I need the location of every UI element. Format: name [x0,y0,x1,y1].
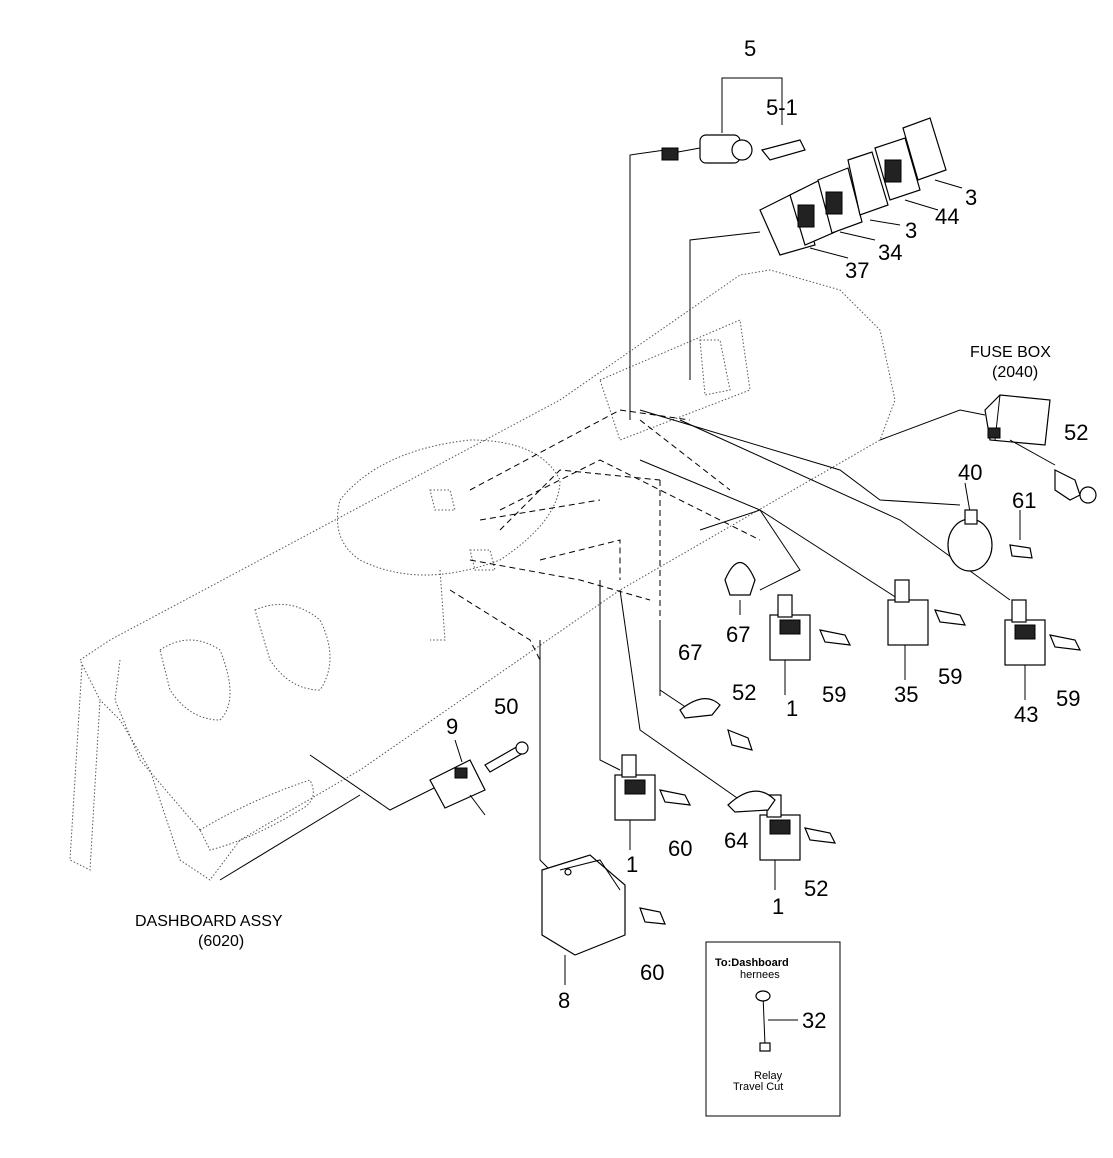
relay-1-mid [614,754,692,850]
label-60a: 60 [668,836,692,861]
label-67b: 67 [678,640,702,665]
label-52b: 52 [732,680,756,705]
label-52c: 52 [804,876,828,901]
relay-43 [1004,599,1082,700]
inset-note-2: Travel Cut [733,1081,783,1093]
inset-box [705,941,841,1117]
label-40: 40 [958,460,982,485]
label-52a: 52 [1064,420,1088,445]
label-1a: 1 [786,696,798,721]
buzzer [947,482,1033,572]
relay-1-bottom [759,794,837,890]
ignition-switch [661,77,806,164]
label-1b: 1 [626,852,638,877]
label-61: 61 [1012,488,1036,513]
label-1c: 1 [772,894,784,919]
fuse-box-label: FUSE BOX [970,344,1051,361]
label-5: 5 [744,36,756,61]
label-64: 64 [724,828,748,853]
inset-title-2: hernees [740,969,780,981]
harness-lines [219,149,1011,881]
dashboard-code: (6020) [198,933,244,950]
label-60b: 60 [640,960,664,985]
switch-9 [429,739,529,816]
label-37: 37 [845,258,869,283]
label-59b: 59 [938,664,962,689]
label-44: 44 [935,204,959,229]
label-3a: 3 [965,185,977,210]
dashboard-outline [69,269,896,881]
fuse-box [984,394,1097,504]
inset-title-1: To:Dashboard [715,957,789,969]
relay-1-top [769,594,852,695]
label-5-1: 5-1 [766,95,798,120]
label-59a: 59 [822,682,846,707]
fuse-box-code: (2040) [992,364,1038,381]
label-34: 34 [878,240,902,265]
label-8: 8 [558,988,570,1013]
wiring-routes [449,409,761,700]
relay-35 [887,579,967,680]
dashboard-label: DASHBOARD ASSY [135,913,283,930]
label-9: 9 [446,714,458,739]
inset-labels: To:Dashboard hernees 32 Relay Travel Cut [715,957,826,1093]
label-59c: 59 [1056,686,1080,711]
control-unit-8 [541,854,666,985]
label-67a: 67 [726,622,750,647]
label-43: 43 [1014,702,1038,727]
label-50: 50 [494,694,518,719]
inset-note-1: Relay [754,1070,783,1082]
part-labels: 5 5-1 3 44 3 34 37 FUSE BOX (2040) 52 40… [135,36,1088,1013]
label-3b: 3 [905,218,917,243]
rocker-switches [759,117,963,259]
clamps [679,561,776,813]
inset-part-32: 32 [802,1008,826,1033]
label-35: 35 [894,682,918,707]
